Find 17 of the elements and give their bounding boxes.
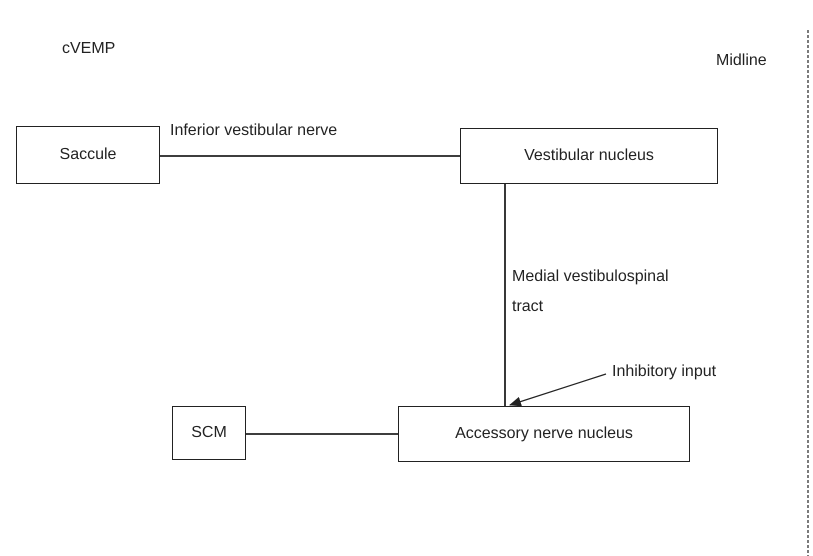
box-label: Saccule bbox=[60, 146, 116, 164]
box-label: Accessory nerve nucleus bbox=[455, 425, 633, 443]
process-box bbox=[460, 128, 718, 184]
box-label: SCM bbox=[191, 424, 227, 442]
midline-label: Midline bbox=[716, 51, 767, 71]
diagram-title: cVEMP bbox=[62, 39, 116, 59]
box-label: Vestibular nucleus bbox=[524, 147, 654, 165]
nerve-line bbox=[160, 155, 460, 157]
annotation-text: Inhibitory input bbox=[612, 363, 716, 381]
edge-label: Medial vestibulospinal tract bbox=[512, 267, 670, 317]
nerve-line bbox=[504, 184, 506, 406]
leader-arrow bbox=[509, 373, 606, 406]
process-box bbox=[172, 406, 246, 460]
nerve-line bbox=[246, 433, 398, 435]
process-box bbox=[16, 126, 160, 184]
process-box bbox=[398, 406, 690, 462]
edge-label: Inferior vestibular nerve bbox=[170, 121, 338, 141]
